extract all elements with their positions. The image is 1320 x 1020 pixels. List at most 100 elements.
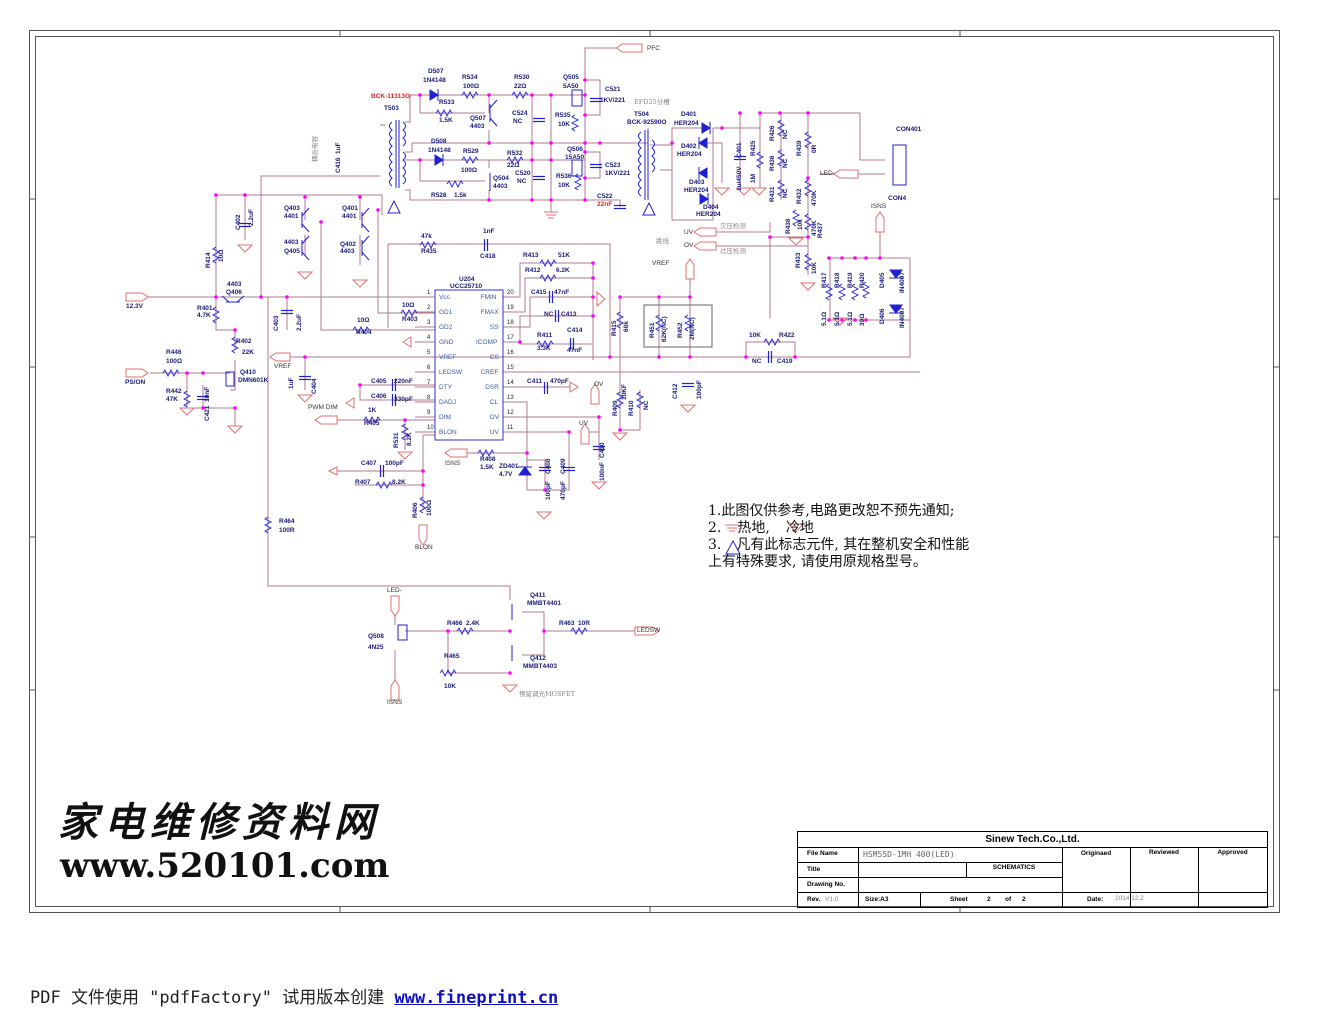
resistor-symbol xyxy=(803,253,813,271)
resistor-symbol xyxy=(477,448,495,458)
r432-ref: R432 xyxy=(796,188,803,204)
resistor-symbol xyxy=(418,496,428,514)
rev-value: V1.0 xyxy=(825,896,839,903)
junction-dot xyxy=(768,235,772,239)
ground-icon xyxy=(750,187,768,196)
c523-value: 1KV/221 xyxy=(605,170,631,177)
c413-ref: C413 xyxy=(561,311,577,318)
r426-value: NC xyxy=(782,129,789,139)
q507-value: 4403 xyxy=(470,123,485,130)
junction-dot xyxy=(618,295,622,299)
u204-pin-dsr: DSR xyxy=(485,384,499,391)
resistor-symbol xyxy=(683,314,693,332)
cold-ground-icon xyxy=(787,523,805,533)
resistor-symbol xyxy=(539,273,557,283)
title-value: SCHEMATICS xyxy=(992,864,1036,871)
resistor-symbol xyxy=(230,336,240,354)
resistor-symbol xyxy=(615,391,625,409)
r415-ref: R415 xyxy=(611,320,618,336)
watermark-url: www.520101.com xyxy=(60,846,390,886)
junction-dot xyxy=(720,126,724,130)
wires xyxy=(148,47,920,680)
u204-pin-dty: DTY xyxy=(439,384,452,391)
c415-ref: C415 xyxy=(531,289,547,296)
resistor-symbol xyxy=(803,179,813,197)
junction-dot xyxy=(597,415,601,419)
d405-ref: D405 xyxy=(879,272,886,288)
junction-dot xyxy=(358,383,362,387)
r435-ref: R435 xyxy=(421,248,437,255)
r435-value: 47k xyxy=(421,233,432,240)
net-connectors xyxy=(125,43,885,701)
junction-dot xyxy=(827,318,831,322)
c414-value: 47nF xyxy=(567,347,583,354)
junction-dot xyxy=(508,671,512,675)
net-label-coupling: 耦合电容 xyxy=(311,136,319,162)
junction-dot xyxy=(583,176,587,180)
outer-frame xyxy=(29,30,1280,913)
note-2: 2.热地,冷地 xyxy=(708,520,969,537)
u204-pin-number: 9 xyxy=(427,410,431,416)
net-label-led1: LED- xyxy=(820,170,835,177)
resistor-symbol xyxy=(570,114,580,132)
capacitor-symbol xyxy=(197,395,209,401)
transformer-t504 xyxy=(638,130,655,200)
c416-ref: C416 xyxy=(335,157,342,173)
r417-ref: R417 xyxy=(821,272,828,288)
r536-ref: R536 xyxy=(556,173,572,180)
r438-value: 10k xyxy=(797,219,804,230)
footer-link[interactable]: www.fineprint.cn xyxy=(394,988,559,1008)
c419-value: NC xyxy=(752,358,762,365)
junction-dot xyxy=(657,355,661,359)
warning-icon xyxy=(725,539,741,555)
junction-dot xyxy=(583,78,587,82)
junction-dot xyxy=(778,111,782,115)
r436-value: NC xyxy=(782,158,789,168)
net-label-jumper: 跳线 xyxy=(656,237,669,245)
r414-ref: R414 xyxy=(205,252,212,268)
c401-value: 1u/450V xyxy=(736,166,743,191)
resistor-symbol xyxy=(511,90,529,100)
q506-ref: Q506 xyxy=(567,146,583,153)
r410-value: NC xyxy=(643,400,650,410)
note-1: 1.此图仅供参考,电路更改恕不预先通知; xyxy=(708,503,955,519)
q508-value: 4N25 xyxy=(368,644,384,651)
r433-ref: R433 xyxy=(795,252,802,268)
r401-ref: R401 xyxy=(197,305,213,312)
resistor-symbol xyxy=(419,240,437,250)
r529-value: 100Ω xyxy=(461,167,478,174)
c416-value: 1uF xyxy=(335,142,342,154)
warning-triangle-icons xyxy=(387,199,656,216)
resistor-symbol xyxy=(363,415,381,425)
capacitor-symbol xyxy=(614,204,626,210)
c404-value: 1uF xyxy=(288,377,295,389)
u204-pin-cref: CREF xyxy=(480,369,499,376)
d401-ref: D401 xyxy=(681,111,697,118)
u204-pin-number: 19 xyxy=(507,305,514,311)
junction-dot xyxy=(864,318,868,322)
u204-pin-number: 3 xyxy=(427,320,431,326)
junction-dot xyxy=(243,193,247,197)
c409-value: 470pF xyxy=(560,481,567,500)
junction-dot xyxy=(259,295,263,299)
junction-dot xyxy=(549,158,553,162)
d401-value: HER204 xyxy=(674,120,699,127)
c521-ref: C521 xyxy=(605,86,621,93)
c524-value: NC xyxy=(513,118,523,125)
junction-dot xyxy=(806,111,810,115)
c403-value: 2.2uF xyxy=(296,314,303,331)
diodes xyxy=(429,89,903,476)
q505-ref: Q505 xyxy=(563,74,579,81)
junction-dot xyxy=(618,428,622,432)
r536-value: 10K xyxy=(558,182,570,189)
d404-value: HER204 xyxy=(696,211,721,218)
c412-value: 100pF xyxy=(696,380,703,399)
junction-dot xyxy=(487,198,491,202)
note-2-hot: 热地, xyxy=(737,520,770,536)
net-label-isns2: ISNS xyxy=(871,203,887,210)
resistor-symbol xyxy=(776,149,786,167)
ground-icon xyxy=(590,481,608,490)
r437-ref: R437 xyxy=(817,222,824,238)
c408-value: 100pF xyxy=(545,481,552,500)
